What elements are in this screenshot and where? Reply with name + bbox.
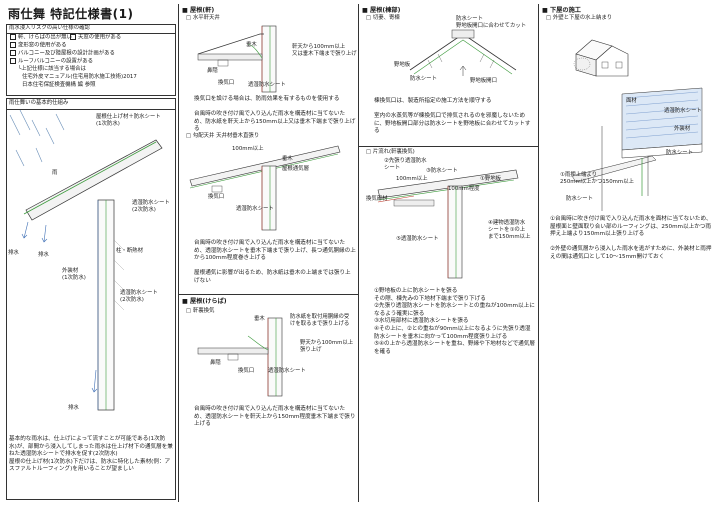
sub2-label: 垂木 bbox=[282, 156, 293, 162]
check-note-line: 日本住宅保証検査機構 編 参照 bbox=[22, 82, 96, 88]
mono-label: 100mm以上 bbox=[396, 176, 428, 182]
col3-divider bbox=[359, 146, 538, 147]
mono-label: ③防水シート bbox=[426, 168, 458, 174]
mono-label: 100mm程度 bbox=[448, 186, 480, 192]
basic-mechanism-panel bbox=[6, 98, 176, 500]
sub1-label: 鼻隠 bbox=[207, 68, 218, 74]
mono-label: 換気部材 bbox=[366, 196, 388, 202]
col2-sub2: □ 勾配天井 天井材垂木直張り bbox=[186, 133, 260, 139]
page-title: 雨仕舞 特記仕様書(1) bbox=[8, 7, 134, 21]
house-sketch bbox=[573, 39, 629, 77]
mono-pitch-diagram bbox=[377, 169, 519, 279]
checkbox-icon[interactable] bbox=[10, 42, 16, 48]
sub2-label: 換気口 bbox=[208, 194, 225, 200]
mono-label: ①野地板 bbox=[480, 176, 502, 182]
sub1-label: 垂木 bbox=[246, 42, 257, 48]
lower-label: 面材 bbox=[626, 98, 637, 104]
rain-streaks bbox=[9, 109, 65, 167]
lower-roof-detail bbox=[571, 87, 703, 211]
sub2-label: 屋根通気層 bbox=[282, 166, 309, 172]
sub3-label: 防水紙を取付用胴縁の受けを取るまで張り上げる bbox=[290, 314, 350, 328]
basic-mechanism-diagram bbox=[9, 109, 163, 411]
col3-sub1-text: 棟換気口は、製造所指定の施工方法を順守する 室内の水蒸気等が棟換気口で排気される… bbox=[374, 98, 531, 135]
label-roof: 屋根仕上げ材＋防水シート (1次防水) bbox=[96, 114, 161, 128]
label-moisture-sheet: 透湿防水シート (2次防水) bbox=[132, 200, 170, 214]
basic-heading-divider bbox=[6, 109, 175, 110]
col2-sub3: □ 軒裏換気 bbox=[186, 308, 215, 314]
mono-label: ⑤透湿防水シート bbox=[396, 236, 439, 242]
ridge-label: 野地板開口 bbox=[470, 78, 497, 84]
eave-flat-diagram bbox=[197, 25, 277, 93]
column-divider-2 bbox=[358, 4, 359, 502]
col4-header: ■ 下屋の施工 bbox=[542, 7, 581, 14]
label-drain-3: 排水 bbox=[68, 405, 79, 411]
label-exterior: 外装材 (1次防水) bbox=[62, 268, 86, 282]
mono-label: ②先張り透湿防水 シート bbox=[384, 158, 427, 172]
label-rain: 雨 bbox=[52, 170, 58, 176]
check-table bbox=[6, 24, 176, 96]
ridge-label: 野地板 bbox=[394, 62, 411, 68]
sub1-label: 換気口 bbox=[218, 80, 235, 86]
lower-label: ①雨押上端より 250mm以上かつ150mm以上 bbox=[560, 172, 634, 186]
check-heading: 雨水浸入リスクの高い仕様の確認 bbox=[9, 25, 90, 31]
check-item[interactable]: 天窓の使用がある bbox=[70, 34, 121, 42]
lower-label: 透湿防水シート bbox=[664, 108, 702, 114]
lower-label: 防水シート bbox=[666, 150, 693, 156]
mono-label: ④建物透湿防水 シートを①の上 まで150mm以上 bbox=[488, 220, 531, 241]
sub2-label: 100mm以上 bbox=[232, 146, 264, 152]
col4-sub1: □ 外壁と下屋の水上納まり bbox=[546, 15, 613, 21]
col2-divider bbox=[179, 294, 358, 295]
sub3-label: 野天から100mm以上 張り上げ bbox=[300, 340, 354, 354]
checkbox-icon[interactable] bbox=[70, 34, 76, 40]
check-item[interactable]: 変形窓の使用がある bbox=[10, 42, 67, 50]
sub1-label: 透湿防水シート bbox=[248, 82, 286, 88]
col2-sub1-text: 換気口を設ける場合は、防雨効果を有するものを使用する 台風時の吹き付け風で入り込… bbox=[194, 96, 356, 133]
sub3-label: 垂木 bbox=[254, 316, 265, 322]
label-moisture-sheet-2: 透湿防水シート (2次防水) bbox=[120, 290, 158, 304]
col2-header: ■ 屋根(軒) bbox=[182, 7, 215, 14]
sub3-label: 透湿防水シート bbox=[268, 368, 306, 374]
col2-header-2: ■ 屋根(けらば) bbox=[182, 298, 227, 305]
col3-header: ■ 屋根(棟部) bbox=[362, 7, 401, 14]
eave-slope-diagram bbox=[189, 145, 341, 231]
ridge-diagram bbox=[409, 29, 517, 76]
check-heading-divider bbox=[6, 33, 175, 34]
basic-bottom-text: 基本的な雨水は、仕上げによって流すことが可能である(1次防水)が、部間から浸入し… bbox=[9, 436, 173, 473]
check-item[interactable]: ルーフバルコニーの設置がある bbox=[10, 58, 93, 66]
basic-heading: 雨仕舞いの基本的仕組み bbox=[9, 100, 69, 106]
verge-diagram bbox=[197, 317, 283, 397]
sub1-label: 軒天から100mm以上 又は垂木下端まで張り上げ bbox=[292, 44, 357, 58]
column-divider-1 bbox=[178, 4, 179, 502]
col3-sub2-text: ①野地板の上に防水シートを張る その際、棟先みの下地材下端まで張り下げる ②先張… bbox=[374, 288, 535, 355]
col3-sub1: □ 切妻、寄棟 bbox=[366, 15, 400, 21]
checkbox-icon[interactable] bbox=[10, 34, 16, 40]
checkbox-icon[interactable] bbox=[10, 50, 16, 56]
ridge-label: 防水シート bbox=[410, 76, 437, 82]
lower-label: 外装材 bbox=[674, 126, 691, 132]
roof-sheet-line bbox=[23, 141, 157, 215]
checkbox-icon[interactable] bbox=[10, 58, 16, 64]
lower-label: 防水シート bbox=[566, 196, 593, 202]
label-drain-2: 排水 bbox=[38, 252, 49, 258]
sub2-label: 透湿防水シート bbox=[236, 206, 274, 212]
check-item[interactable]: 軒、けらばの出が無い bbox=[10, 34, 72, 42]
col2-sub1: □ 水平軒天井 bbox=[186, 15, 220, 21]
column-divider-3 bbox=[538, 4, 539, 502]
ridge-label: 防水シート 野地板開口に合わせてカット bbox=[456, 16, 527, 30]
col2-sub2-text: 台風時の吹き付け風で入り込んだ雨水を構造材に当てないため、透湿防水シートを垂木下… bbox=[194, 240, 356, 284]
col4-sub1-text: ①台風時に吹き付け風で入り込んだ雨水を面材に当てないため、屋根面と壁面取り合い部… bbox=[550, 216, 712, 260]
check-item[interactable]: バルコニー及び陸屋根の設計計画がある bbox=[10, 50, 115, 58]
col2-sub3-text: 台風時の吹き付け風で入り込んだ雨水を構造材に当てないため、透湿防水シートを軒天上… bbox=[194, 406, 356, 428]
sub3-label: 鼻隠 bbox=[210, 360, 221, 366]
roof-slab bbox=[25, 139, 163, 221]
check-note-line: └上記仕様に該当する場合は bbox=[18, 66, 86, 72]
drain-arrows bbox=[21, 221, 98, 393]
sub3-label: 換気口 bbox=[238, 368, 255, 374]
label-drain-1: 排水 bbox=[8, 250, 19, 256]
col3-sub2: □ 片流れ(軒裏換気) bbox=[366, 149, 415, 155]
label-column: 柱・断熱材 bbox=[116, 248, 143, 254]
check-note-line: 住宅外皮マニュアル(住宅用防水施工技術)2017 bbox=[22, 74, 137, 80]
